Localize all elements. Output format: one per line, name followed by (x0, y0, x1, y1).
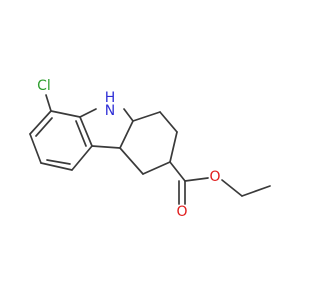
bond (29, 110, 52, 135)
chlorine-label: Cl (37, 78, 51, 94)
ester-group (169, 161, 271, 205)
nitrogen-h-label: H (105, 90, 116, 106)
bond (184, 177, 209, 182)
molecule-structure: Cl H N O O (29, 78, 271, 220)
bond (79, 108, 97, 118)
ester-oxygen-label: O (209, 169, 220, 185)
bond (123, 108, 134, 122)
bond (169, 131, 178, 163)
atom-oxygen-ester: O (209, 169, 220, 185)
bond (29, 133, 42, 164)
atom-chlorine: Cl (37, 78, 51, 94)
bond (119, 120, 134, 149)
nitrogen-label: N (105, 103, 115, 119)
benzene-ring (29, 110, 93, 171)
bond (119, 147, 144, 175)
bond (79, 116, 93, 147)
cyclohexane-ring (119, 111, 178, 175)
bond (241, 185, 271, 197)
bond (45, 94, 52, 112)
bond (75, 120, 87, 147)
atom-oxygen-carbonyl: O (176, 204, 187, 220)
bond (159, 111, 178, 133)
atom-nitrogen: H N (105, 90, 116, 119)
bond (221, 179, 243, 197)
bond (50, 110, 81, 118)
bond (40, 162, 73, 171)
bond (132, 111, 161, 122)
bond (35, 117, 53, 137)
carbonyl-oxygen-label: O (176, 204, 187, 220)
bond (91, 145, 121, 149)
bond (142, 161, 171, 175)
bond (169, 161, 186, 182)
pyrrole-ring (79, 108, 134, 149)
bond (46, 159, 71, 165)
bond (71, 145, 93, 171)
